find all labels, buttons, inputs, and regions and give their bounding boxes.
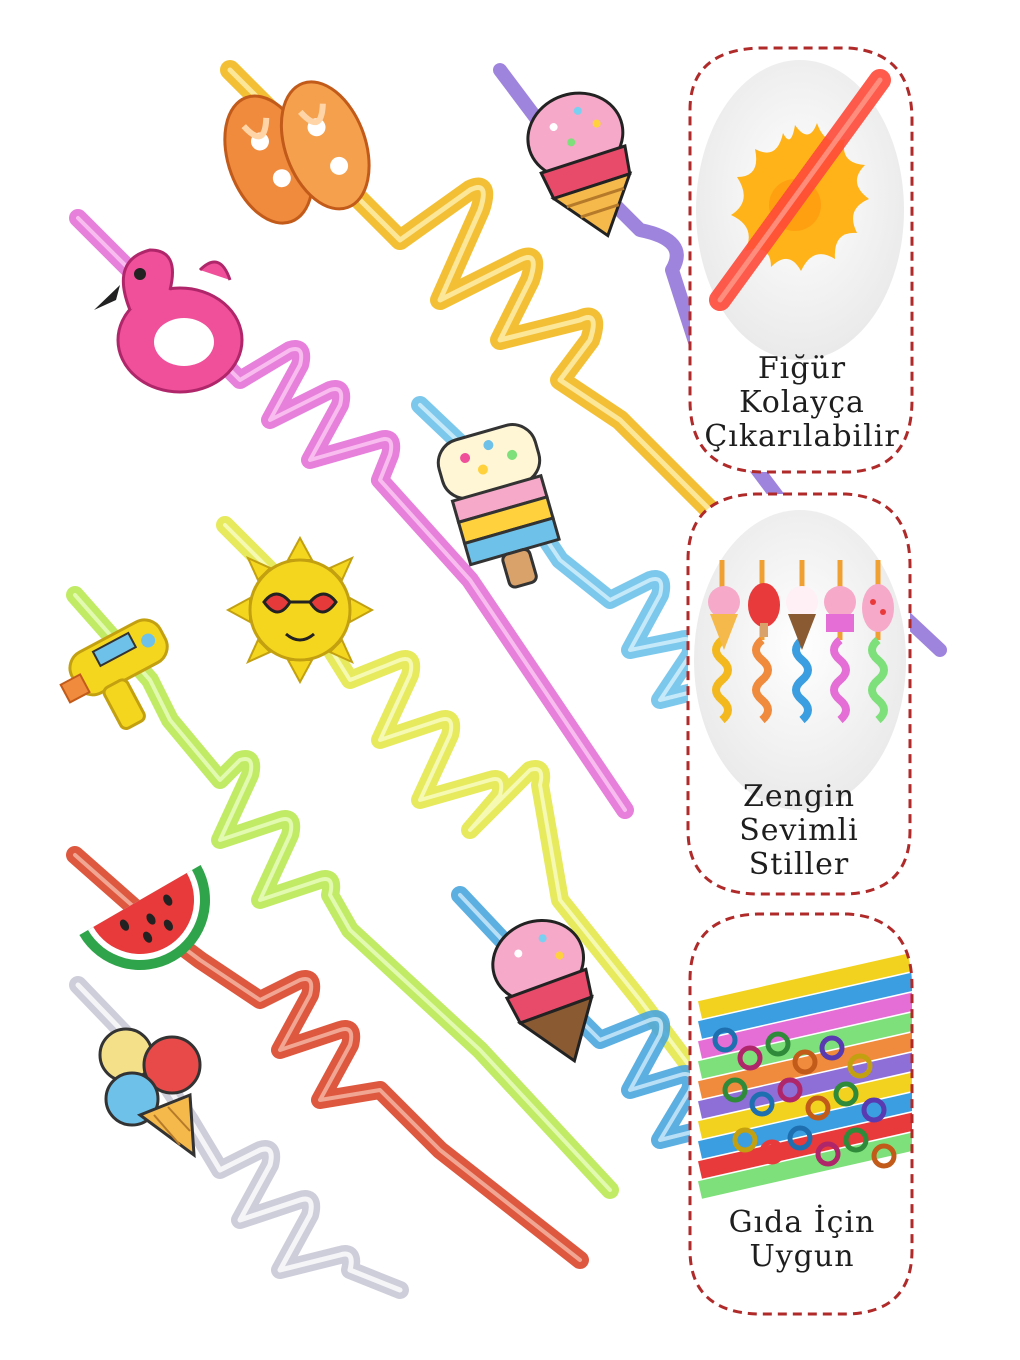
feature-label-line: Çıkarılabilir [704,419,900,454]
flamingo-figure [94,248,244,394]
feature-label-line: Fiğür [757,351,847,386]
feature-label-line: Uygun [749,1239,855,1274]
feature-badge-food-safe [688,912,914,1316]
feature-label-easy-removal: Fiğür Kolayça Çıkarılabilir [692,352,912,454]
popsicle-figure [436,423,561,589]
feature-label-cute-styles: Zengin Sevimli Stiller [689,780,909,882]
lime-straw [216,516,709,1089]
feature-badge-easy-removal [688,46,914,474]
feature-label-line: Kolayça [739,385,865,420]
ice-cream-cone-figure-2 [491,918,594,1064]
ice-cream-straw-row-icon [708,560,894,724]
feature-label-food-safe: Gıda İçin Uygun [692,1206,912,1274]
green-straw [66,586,619,1199]
red-straw [66,846,589,1269]
feature-label-line: Zengin [742,779,856,814]
water-gun-figure [59,618,169,730]
feature-badge-cute-styles [686,492,912,896]
flip-flops-figure [223,80,371,225]
triple-scoop-ice-cream-figure [98,1027,202,1159]
clear-straw [69,976,409,1299]
pink-straw [69,209,634,819]
yellow-straw [220,60,730,530]
feature-label-line: Stiller [748,847,850,882]
watermelon-figure [79,865,210,970]
sun-sunglasses-figure [225,535,375,685]
ice-cream-cone-figure-1 [526,91,633,238]
purple-straw [493,63,947,657]
straw-bundle-icon [698,951,912,1199]
feature-label-line: Sevimli [739,813,859,848]
feature-label-line: Gıda İçin [728,1205,876,1240]
